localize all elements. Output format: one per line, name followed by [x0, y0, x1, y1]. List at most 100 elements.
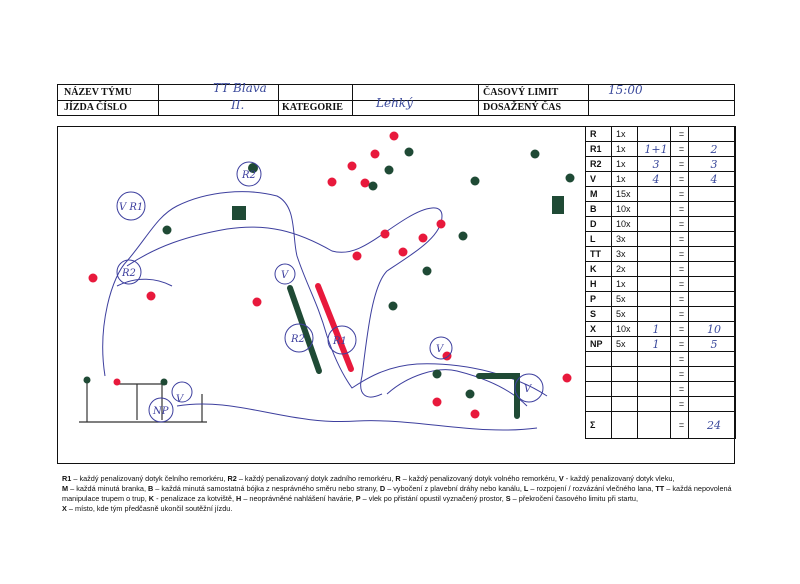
- red-buoys: [88, 131, 572, 419]
- penalty-count[interactable]: 1: [637, 336, 671, 352]
- penalty-count[interactable]: [637, 186, 671, 202]
- penalty-count[interactable]: [637, 291, 671, 307]
- penalty-total[interactable]: [688, 366, 736, 382]
- penalty-total[interactable]: [688, 276, 736, 292]
- legend-text: – každá minutá samostatná bójka z nesprá…: [153, 484, 380, 493]
- buoy-red: [360, 178, 370, 188]
- header-table: NÁZEV TÝMU JÍZDA ČÍSLO KATEGORIE ČASOVÝ …: [57, 81, 735, 116]
- penalty-total[interactable]: [688, 306, 736, 322]
- equals-sign: =: [670, 201, 689, 217]
- buoy-green: [162, 225, 172, 235]
- penalty-code: R1: [585, 141, 612, 157]
- penalty-count[interactable]: 3: [637, 156, 671, 172]
- penalty-multiplier: 5x: [611, 306, 638, 322]
- sum-symbol: Σ: [585, 411, 612, 439]
- penalty-total[interactable]: [688, 231, 736, 247]
- buoy-green: [565, 173, 575, 183]
- penalty-multiplier: 10x: [611, 216, 638, 232]
- buoy-red: [146, 291, 156, 301]
- mark-label: R1: [332, 336, 347, 347]
- penalty-count[interactable]: [637, 201, 671, 217]
- penalty-multiplier: 1x: [611, 171, 638, 187]
- penalty-multiplier: 2x: [611, 261, 638, 277]
- buoy-red: [442, 351, 452, 361]
- penalty-count[interactable]: 1+1: [637, 141, 671, 157]
- penalty-count[interactable]: 1: [637, 321, 671, 337]
- legend-text: – vybočení z plavební dráhy nebo kanálu,: [385, 484, 524, 493]
- penalty-total[interactable]: [688, 291, 736, 307]
- buoy-green: [530, 149, 540, 159]
- penalty-count[interactable]: [637, 306, 671, 322]
- penalty-total[interactable]: [688, 246, 736, 262]
- penalty-count[interactable]: [637, 396, 671, 412]
- legend-key: V: [558, 474, 564, 483]
- time-limit-value[interactable]: 15:00: [608, 83, 643, 97]
- team-name-value[interactable]: TT Blava: [213, 81, 267, 95]
- legend-text: - každý penalizovaný dotyk vleku,: [563, 474, 675, 483]
- category-value[interactable]: Lehký: [376, 96, 413, 110]
- penalty-total[interactable]: [688, 126, 736, 142]
- penalty-marks: [116, 161, 544, 423]
- penalty-count[interactable]: [637, 366, 671, 382]
- penalty-count[interactable]: [637, 231, 671, 247]
- legend-key: B: [148, 484, 154, 493]
- category-label: KATEGORIE: [282, 102, 343, 113]
- buoy-red: [370, 149, 380, 159]
- penalty-code: L: [585, 231, 612, 247]
- penalty-total[interactable]: [688, 186, 736, 202]
- penalty-total[interactable]: 2: [688, 141, 736, 157]
- penalty-total[interactable]: [688, 261, 736, 277]
- penalty-count[interactable]: [637, 246, 671, 262]
- penalty-count[interactable]: [637, 216, 671, 232]
- penalty-count[interactable]: [637, 351, 671, 367]
- buoy-red: [470, 409, 480, 419]
- legend-key: X: [62, 504, 67, 513]
- legend-text: – neoprávněné nahlášení havárie,: [241, 494, 356, 503]
- start-platform: [79, 382, 207, 423]
- penalty-count[interactable]: [637, 261, 671, 277]
- equals-sign: =: [670, 276, 689, 292]
- legend-key: D: [379, 484, 386, 493]
- legend: R1 – každý penalizovaný dotyk čelního re…: [62, 474, 742, 514]
- penalty-total[interactable]: 4: [688, 171, 736, 187]
- penalty-count[interactable]: [637, 126, 671, 142]
- penalty-total[interactable]: [688, 396, 736, 412]
- penalty-total[interactable]: [688, 201, 736, 217]
- equals-sign: =: [670, 231, 689, 247]
- penalty-count[interactable]: 4: [637, 171, 671, 187]
- legend-text: – každý penalizovaný dotyk volného remor…: [400, 474, 559, 483]
- penalty-count[interactable]: [637, 381, 671, 397]
- header-divider: [158, 85, 159, 115]
- penalty-code: B: [585, 201, 612, 217]
- legend-key: P: [355, 494, 361, 503]
- green-block-buoy: [552, 196, 564, 214]
- penalty-total[interactable]: [688, 351, 736, 367]
- penalty-row: =: [585, 351, 736, 367]
- equals-sign: =: [670, 336, 689, 352]
- penalty-code: X: [585, 321, 612, 337]
- penalty-total[interactable]: [688, 216, 736, 232]
- mark-label: V: [281, 270, 290, 281]
- buoy-red: [398, 247, 408, 257]
- penalty-total[interactable]: [688, 381, 736, 397]
- penalty-count[interactable]: [637, 276, 671, 292]
- buoy-red: [88, 273, 98, 283]
- buoy-red: [380, 229, 390, 239]
- ride-number-value[interactable]: II.: [231, 98, 245, 112]
- penalty-total[interactable]: 5: [688, 336, 736, 352]
- penalty-multiplier: [611, 351, 638, 367]
- penalty-code: S: [585, 306, 612, 322]
- penalty-code: R: [585, 126, 612, 142]
- penalty-total[interactable]: 3: [688, 156, 736, 172]
- penalty-total[interactable]: 10: [688, 321, 736, 337]
- header-row-divider: [58, 100, 734, 101]
- gate-green-corner: [476, 373, 520, 419]
- buoy-green: [384, 165, 394, 175]
- header-divider: [588, 85, 589, 115]
- sum-total[interactable]: 24: [688, 411, 736, 439]
- penalty-row: =: [585, 396, 736, 412]
